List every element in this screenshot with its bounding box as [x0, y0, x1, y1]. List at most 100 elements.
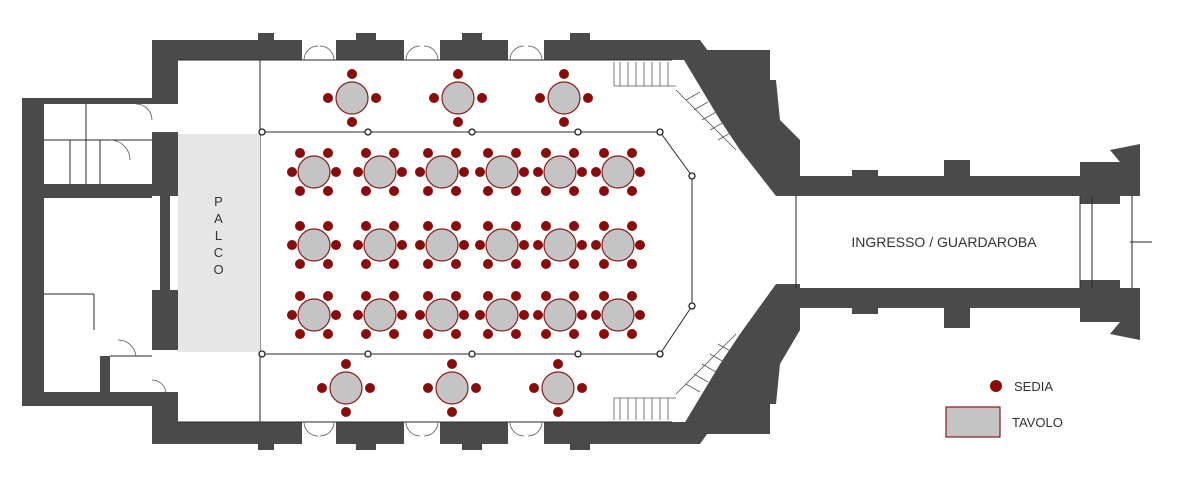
chair [389, 291, 399, 301]
chair [569, 186, 579, 196]
table [543, 155, 577, 189]
column [574, 350, 582, 358]
columns [258, 128, 696, 358]
column [688, 172, 696, 180]
chair [483, 291, 493, 301]
table [363, 155, 397, 189]
legend-table-icon [945, 406, 1001, 438]
chair [599, 329, 609, 339]
chair [519, 310, 529, 320]
chair [317, 383, 327, 393]
chair [429, 93, 439, 103]
table [441, 81, 475, 115]
chair [361, 148, 371, 158]
table-group [415, 148, 469, 196]
chair [295, 186, 305, 196]
table-group [353, 291, 407, 339]
chair [559, 69, 569, 79]
table [297, 298, 331, 332]
column [258, 350, 266, 358]
chair [541, 291, 551, 301]
chair [361, 186, 371, 196]
chair [447, 407, 457, 417]
chair [483, 148, 493, 158]
chair [533, 240, 543, 250]
table [547, 81, 581, 115]
column [364, 128, 372, 136]
chair [535, 93, 545, 103]
chair [627, 186, 637, 196]
table [425, 155, 459, 189]
table-group [591, 221, 645, 269]
table-group [533, 221, 587, 269]
table [485, 155, 519, 189]
column [656, 350, 664, 358]
chair [353, 167, 363, 177]
chair [353, 310, 363, 320]
table [543, 228, 577, 262]
table [363, 228, 397, 262]
chair [371, 93, 381, 103]
chair [483, 186, 493, 196]
chair [451, 329, 461, 339]
table [297, 228, 331, 262]
chair [627, 259, 637, 269]
chair [559, 117, 569, 127]
chair [361, 329, 371, 339]
table [425, 298, 459, 332]
chair [627, 221, 637, 231]
chair [287, 310, 297, 320]
table [425, 228, 459, 262]
chair [459, 240, 469, 250]
chair [519, 167, 529, 177]
chair [287, 167, 297, 177]
chair [599, 221, 609, 231]
table-group [415, 221, 469, 269]
table [485, 228, 519, 262]
chair [577, 240, 587, 250]
chair [533, 167, 543, 177]
chair [423, 291, 433, 301]
chair [323, 148, 333, 158]
chair [599, 259, 609, 269]
chair [331, 167, 341, 177]
chair [389, 259, 399, 269]
chair [475, 310, 485, 320]
chair [627, 148, 637, 158]
chair [361, 291, 371, 301]
chair [295, 329, 305, 339]
chair [389, 221, 399, 231]
table-group [475, 291, 529, 339]
table [541, 371, 575, 405]
chair [599, 148, 609, 158]
chair [459, 310, 469, 320]
chair [591, 167, 601, 177]
chair [347, 117, 357, 127]
chair [471, 383, 481, 393]
chair [453, 69, 463, 79]
chair [389, 186, 399, 196]
legend-table-label: TAVOLO [1012, 415, 1063, 430]
interior-lines [44, 45, 1152, 437]
table-group [429, 69, 487, 127]
chair [475, 167, 485, 177]
chair [423, 148, 433, 158]
chair [397, 167, 407, 177]
chair [475, 240, 485, 250]
table-group [353, 221, 407, 269]
chair [577, 310, 587, 320]
chair [397, 240, 407, 250]
table [335, 81, 369, 115]
column [574, 128, 582, 136]
chair [511, 259, 521, 269]
chair [553, 359, 563, 369]
chair [323, 291, 333, 301]
chair [341, 359, 351, 369]
legend: SEDIA TAVOLO [945, 379, 1063, 438]
chair [295, 221, 305, 231]
chair [569, 259, 579, 269]
stage-area [178, 134, 260, 352]
table-group [287, 148, 341, 196]
